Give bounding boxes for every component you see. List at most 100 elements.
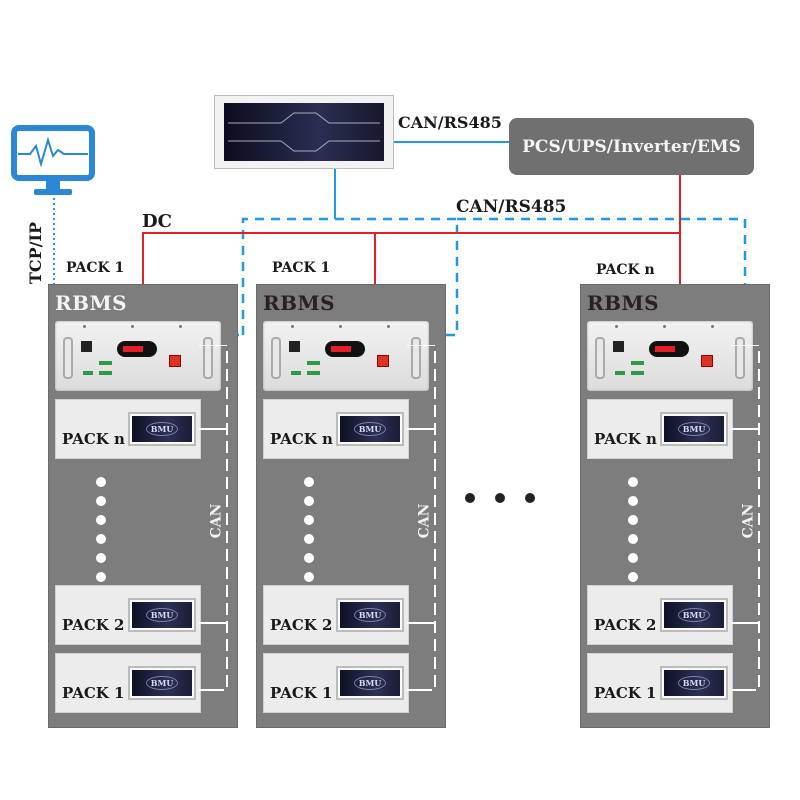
pack-name: PACK 2 (270, 616, 333, 634)
ellipsis-dot (628, 515, 638, 525)
pack-name: PACK 1 (594, 684, 657, 702)
bmu-module: BMU (660, 412, 728, 446)
pack-name: PACK 2 (594, 616, 657, 634)
master-controller-unit (214, 95, 394, 169)
panel-handle-left (271, 337, 281, 379)
ellipsis-dot (628, 477, 638, 487)
panel-handle-right (735, 337, 745, 379)
rack-3-top-label: PACK n (596, 262, 655, 278)
more-racks-ellipsis (460, 493, 540, 507)
can-bus-line (407, 345, 436, 691)
bmu-label: BMU (353, 676, 387, 690)
tcp-ip-label: TCP/IP (26, 221, 45, 284)
can-label: CAN (740, 503, 757, 539)
can-rs485-top-label: CAN/RS485 (398, 113, 502, 132)
battery-pack: PACK 1 BMU (263, 653, 409, 713)
pcs-label: PCS/UPS/Inverter/EMS (522, 136, 741, 157)
ellipsis-dot (96, 553, 106, 563)
rbms-title: RBMS (587, 291, 660, 315)
ellipsis-dot (628, 572, 638, 582)
ellipsis-dot (304, 515, 314, 525)
battery-pack: PACK 2 BMU (263, 585, 409, 645)
ellipsis-dot (465, 493, 475, 503)
ellipsis-dot (304, 477, 314, 487)
pack-name: PACK n (270, 430, 333, 448)
battery-pack: PACK 2 BMU (55, 585, 201, 645)
rbms-rack-2: RBMS PACK n BMU PACK 2 BMU PACK 1 BMU CA… (256, 284, 446, 728)
rbms-title: RBMS (263, 291, 336, 315)
monitor-heartbeat-icon (10, 124, 96, 198)
led-green (615, 371, 625, 375)
rbms-control-panel (587, 321, 753, 391)
battery-pack: PACK 1 BMU (587, 653, 733, 713)
battery-pack: PACK n BMU (263, 399, 409, 459)
rbms-rack-3: RBMS PACK n BMU PACK 2 BMU PACK 1 BMU CA… (580, 284, 770, 728)
bmu-label: BMU (145, 676, 179, 690)
led-green (307, 361, 320, 365)
ellipsis-dot (96, 496, 106, 506)
can-bus-line (731, 345, 760, 691)
led-green (307, 371, 320, 375)
breaker-switch-icon (117, 341, 157, 357)
terminal-icon (377, 355, 389, 367)
pack-name: PACK 1 (270, 684, 333, 702)
comm-port-icon (81, 341, 92, 352)
dc-label: DC (142, 211, 172, 232)
ellipsis-dot (628, 553, 638, 563)
panel-handle-left (63, 337, 73, 379)
bmu-label: BMU (677, 422, 711, 436)
bmu-module: BMU (336, 598, 404, 632)
ellipsis-dot (495, 493, 505, 503)
can-label: CAN (208, 503, 225, 539)
terminal-icon (701, 355, 713, 367)
ellipsis-dot (96, 534, 106, 544)
can-rs485-mid-label: CAN/RS485 (456, 197, 567, 217)
battery-pack: PACK 2 BMU (587, 585, 733, 645)
ellipsis-dot (525, 493, 535, 503)
breaker-switch-icon (649, 341, 689, 357)
pack-name: PACK 2 (62, 616, 125, 634)
rack-1-top-label: PACK 1 (66, 260, 125, 276)
ellipsis-dot (96, 515, 106, 525)
pack-name: PACK n (62, 430, 125, 448)
rbms-rack-1: RBMS PACK n BMU PACK 2 BMU PACK 1 BMU CA… (48, 284, 238, 728)
pcs-ups-inverter-ems-box: PCS/UPS/Inverter/EMS (509, 118, 754, 175)
led-green (99, 361, 112, 365)
ellipsis-dot (304, 534, 314, 544)
pack-name: PACK 1 (62, 684, 125, 702)
bmu-label: BMU (677, 608, 711, 622)
led-green (631, 371, 644, 375)
ellipsis-dot (304, 496, 314, 506)
bmu-label: BMU (353, 422, 387, 436)
bmu-module: BMU (128, 598, 196, 632)
ellipsis-dot (304, 572, 314, 582)
can-bus-line (199, 345, 228, 691)
can-label: CAN (416, 503, 433, 539)
battery-pack: PACK n BMU (587, 399, 733, 459)
bmu-label: BMU (145, 608, 179, 622)
panel-handle-right (411, 337, 421, 379)
bmu-module: BMU (660, 598, 728, 632)
bmu-module: BMU (336, 666, 404, 700)
battery-pack: PACK n BMU (55, 399, 201, 459)
rbms-control-panel (55, 321, 221, 391)
panel-handle-right (203, 337, 213, 379)
panel-handle-left (595, 337, 605, 379)
ellipsis-dot (304, 553, 314, 563)
ellipsis-dot (96, 572, 106, 582)
bmu-label: BMU (145, 422, 179, 436)
comm-port-icon (289, 341, 300, 352)
bmu-module: BMU (128, 412, 196, 446)
bmu-module: BMU (336, 412, 404, 446)
bmu-module: BMU (128, 666, 196, 700)
ellipsis-dot (628, 496, 638, 506)
led-green (99, 371, 112, 375)
led-green (291, 371, 301, 375)
ellipsis-dot (96, 477, 106, 487)
led-green (83, 371, 93, 375)
breaker-switch-icon (325, 341, 365, 357)
rack-2-top-label: PACK 1 (272, 260, 331, 276)
bmu-label: BMU (677, 676, 711, 690)
rbms-control-panel (263, 321, 429, 391)
led-green (631, 361, 644, 365)
